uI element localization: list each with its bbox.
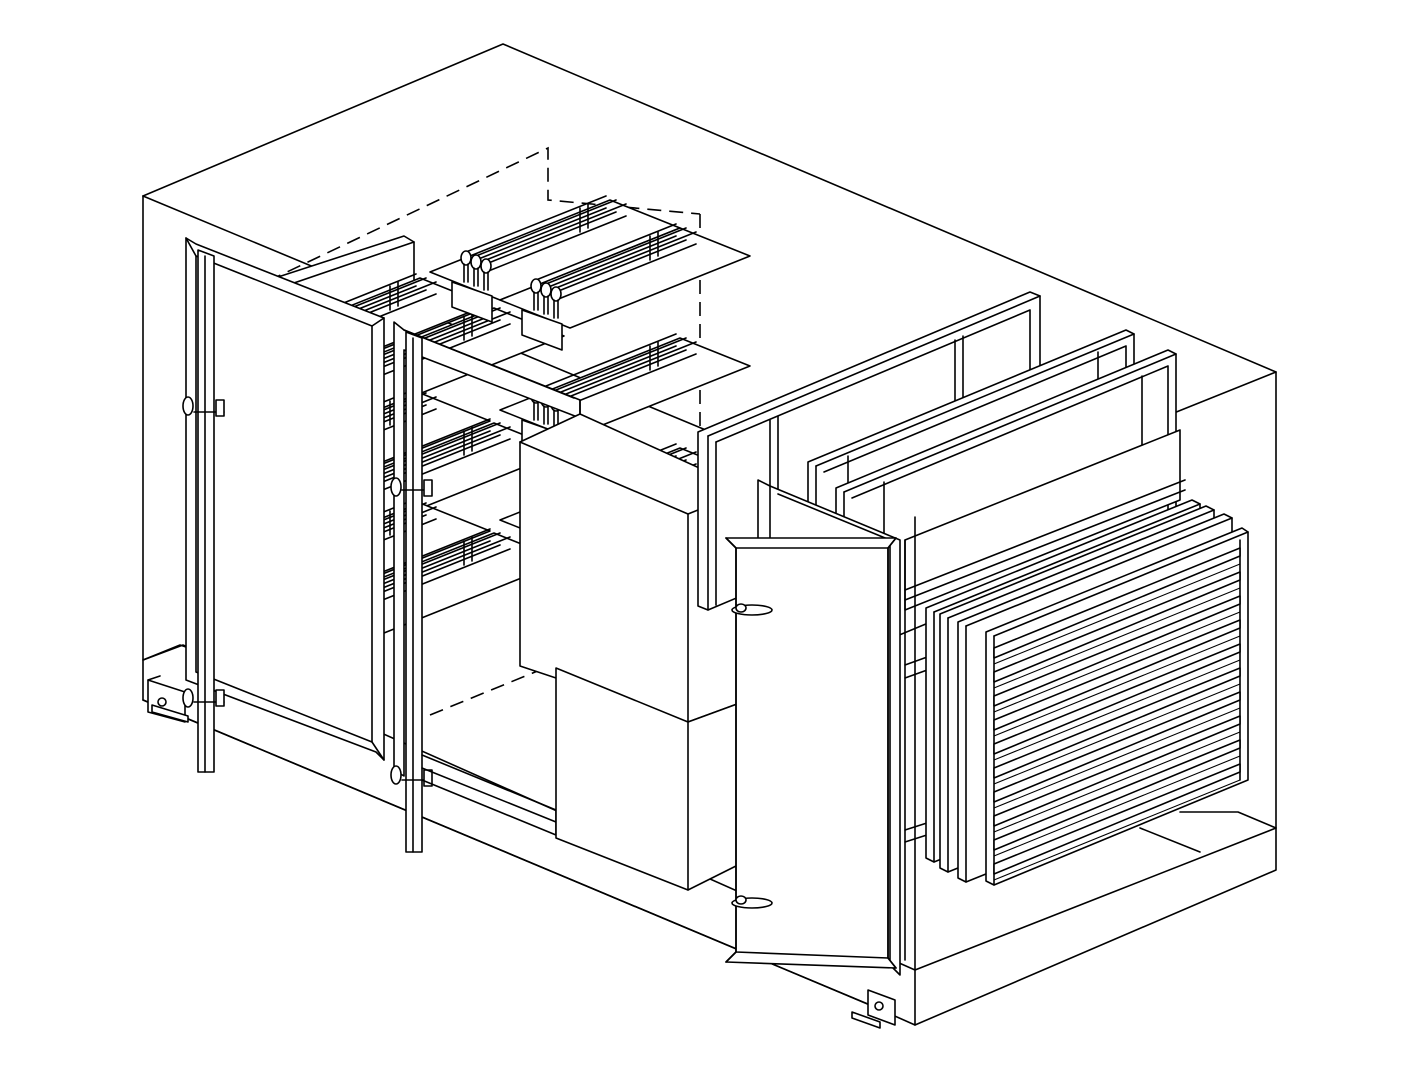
- louver-slat: [993, 691, 1241, 809]
- mounting-foot-right: [851, 989, 896, 1029]
- louver-slat: [993, 715, 1241, 833]
- louver-slat: [993, 619, 1241, 737]
- left-door[interactable]: [185, 237, 385, 773]
- base-frame: [142, 644, 1277, 1026]
- louver-slat: [993, 595, 1241, 713]
- louver-grille: [985, 527, 1249, 886]
- middle-door-hinge-top[interactable]: [390, 477, 433, 497]
- heater-coil-tray: [429, 195, 681, 323]
- mounting-foot-left: [147, 675, 189, 723]
- control-box-upper: [519, 413, 749, 723]
- louver-slat: [993, 643, 1241, 761]
- left-door-hinge-bottom[interactable]: [182, 688, 225, 708]
- left-door-hinge-top[interactable]: [182, 396, 225, 417]
- middle-door-hinge-bottom[interactable]: [390, 765, 433, 787]
- louver-slat: [993, 571, 1241, 689]
- louver-slat: [993, 547, 1241, 665]
- heater-coil-tray: [499, 223, 751, 351]
- louver-slat: [993, 763, 1241, 881]
- access-door-hinge-top[interactable]: [731, 603, 773, 616]
- access-door-hinge-bottom[interactable]: [731, 895, 773, 909]
- louver-slat: [993, 667, 1241, 785]
- louver-slats: [993, 547, 1241, 881]
- access-door[interactable]: [725, 479, 901, 976]
- middle-door[interactable]: [393, 321, 581, 853]
- louver-slat: [993, 739, 1241, 857]
